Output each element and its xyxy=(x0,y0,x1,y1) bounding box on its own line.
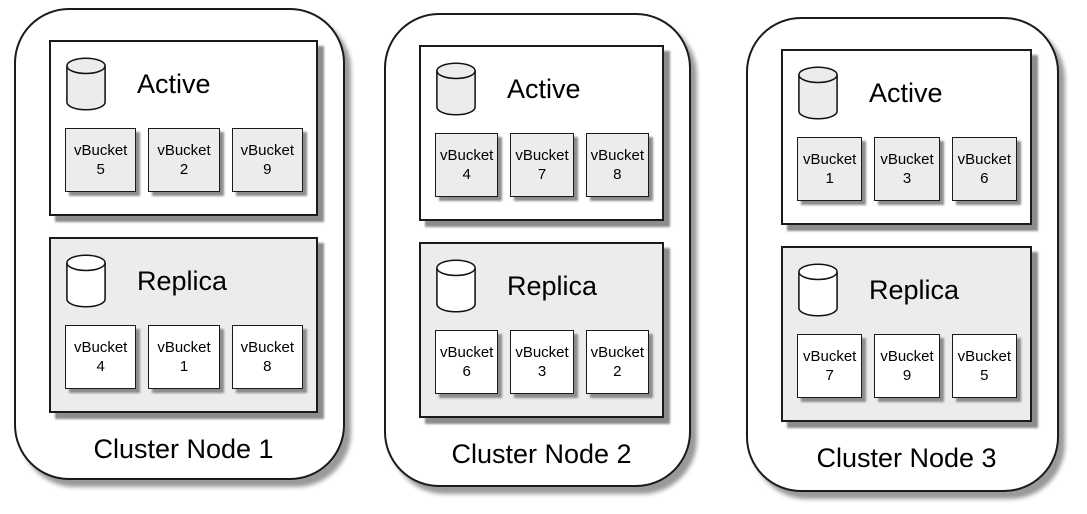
database-icon xyxy=(66,57,106,111)
database-icon xyxy=(436,62,476,116)
vbucket-number: 6 xyxy=(462,363,471,380)
section-header: Active xyxy=(435,60,649,118)
vbucket-box: vBucket 2 xyxy=(585,330,649,394)
vbucket-label: vBucket xyxy=(957,347,1011,365)
vbucket-label: vBucket xyxy=(515,343,569,361)
vbucket-box: vBucket 4 xyxy=(435,133,499,197)
vbucket-box: vBucket 9 xyxy=(231,128,303,192)
database-icon xyxy=(66,254,106,308)
bucket-row: vBucket 1 vBucket 3 vBucket 6 xyxy=(797,137,1017,201)
bucket-row: vBucket 7 vBucket 9 vBucket 5 xyxy=(797,334,1017,398)
section-header: Active xyxy=(65,55,303,113)
section-header: Replica xyxy=(435,257,649,315)
section-title: Replica xyxy=(137,265,228,296)
vbucket-label: vBucket xyxy=(240,141,294,159)
vbucket-number: 5 xyxy=(980,367,989,384)
vbucket-box: vBucket 3 xyxy=(874,137,940,201)
vbucket-number: 6 xyxy=(980,170,989,187)
vbucket-number: 1 xyxy=(179,358,189,375)
section-header: Replica xyxy=(797,261,1017,319)
vbucket-number: 4 xyxy=(462,166,471,183)
vbucket-box: vBucket 5 xyxy=(951,334,1017,398)
vbucket-box: vBucket 7 xyxy=(510,133,574,197)
bucket-row: vBucket 6 vBucket 3 vBucket 2 xyxy=(435,330,649,394)
section-title: Active xyxy=(507,73,581,104)
active-section: Active vBucket 5 vBucket 2 vBucket 9 xyxy=(49,40,318,216)
vbucket-number: 2 xyxy=(613,363,622,380)
vbucket-label: vBucket xyxy=(73,141,128,159)
vbucket-number: 3 xyxy=(902,170,912,187)
vbucket-label: vBucket xyxy=(240,338,294,356)
replica-section: Replica vBucket 4 vBucket 1 vBucket 8 xyxy=(49,237,318,413)
vbucket-label: vBucket xyxy=(439,146,494,164)
vbucket-label: vBucket xyxy=(802,150,857,168)
vbucket-box: vBucket 9 xyxy=(874,334,940,398)
vbucket-box: vBucket 6 xyxy=(951,137,1017,201)
vbucket-label: vBucket xyxy=(157,338,211,356)
vbucket-label: vBucket xyxy=(802,347,857,365)
vbucket-label: vBucket xyxy=(439,343,494,361)
vbucket-label: vBucket xyxy=(880,347,934,365)
vbucket-box: vBucket 4 xyxy=(65,325,137,389)
section-title: Active xyxy=(869,77,943,108)
vbucket-label: vBucket xyxy=(590,146,644,164)
vbucket-label: vBucket xyxy=(157,141,211,159)
vbucket-number: 9 xyxy=(263,161,272,178)
section-title: Replica xyxy=(507,270,598,301)
replica-section: Replica vBucket 6 vBucket 3 vBucket 2 xyxy=(419,242,664,418)
vbucket-label: vBucket xyxy=(515,146,569,164)
section-title: Replica xyxy=(869,274,960,305)
bucket-row: vBucket 4 vBucket 1 vBucket 8 xyxy=(65,325,303,389)
vbucket-box: vBucket 1 xyxy=(797,137,863,201)
database-icon xyxy=(798,263,838,317)
active-section: Active vBucket 4 vBucket 7 vBucket 8 xyxy=(419,45,664,221)
vbucket-box: vBucket 1 xyxy=(148,325,220,389)
vbucket-number: 3 xyxy=(537,363,547,380)
vbucket-number: 7 xyxy=(537,166,547,183)
section-header: Replica xyxy=(65,252,303,310)
vbucket-label: vBucket xyxy=(590,343,644,361)
cluster-node-2: Active vBucket 4 vBucket 7 vBucket 8 xyxy=(384,13,691,487)
vbucket-box: vBucket 8 xyxy=(231,325,303,389)
database-icon xyxy=(798,66,838,120)
vbucket-number: 8 xyxy=(263,358,272,375)
cluster-node-3: Active vBucket 1 vBucket 3 vBucket 6 xyxy=(746,17,1059,492)
vbucket-label: vBucket xyxy=(880,150,934,168)
vbucket-number: 9 xyxy=(902,367,912,384)
vbucket-box: vBucket 6 xyxy=(435,330,499,394)
vbucket-label: vBucket xyxy=(73,338,128,356)
cluster-node-1: Active vBucket 5 vBucket 2 vBucket 9 xyxy=(14,8,345,480)
vbucket-number: 8 xyxy=(613,166,622,183)
vbucket-box: vBucket 3 xyxy=(510,330,574,394)
vbucket-box: vBucket 8 xyxy=(585,133,649,197)
vbucket-number: 7 xyxy=(825,367,834,384)
vbucket-label: vBucket xyxy=(957,150,1011,168)
replica-section: Replica vBucket 7 vBucket 9 vBucket 5 xyxy=(781,246,1032,422)
node-label: Cluster Node 2 xyxy=(451,439,632,469)
vbucket-number: 4 xyxy=(96,358,105,375)
active-section: Active vBucket 1 vBucket 3 vBucket 6 xyxy=(781,49,1032,225)
database-icon xyxy=(436,259,476,313)
vbucket-box: vBucket 2 xyxy=(148,128,220,192)
node-label: Cluster Node 1 xyxy=(93,434,274,464)
vbucket-number: 5 xyxy=(96,161,105,178)
node-label: Cluster Node 3 xyxy=(816,443,997,473)
bucket-row: vBucket 4 vBucket 7 vBucket 8 xyxy=(435,133,649,197)
section-header: Active xyxy=(797,64,1017,122)
vbucket-box: vBucket 7 xyxy=(797,334,863,398)
vbucket-number: 2 xyxy=(179,161,189,178)
section-title: Active xyxy=(137,68,211,99)
bucket-row: vBucket 5 vBucket 2 vBucket 9 xyxy=(65,128,303,192)
vbucket-box: vBucket 5 xyxy=(65,128,137,192)
vbucket-number: 1 xyxy=(825,170,834,187)
